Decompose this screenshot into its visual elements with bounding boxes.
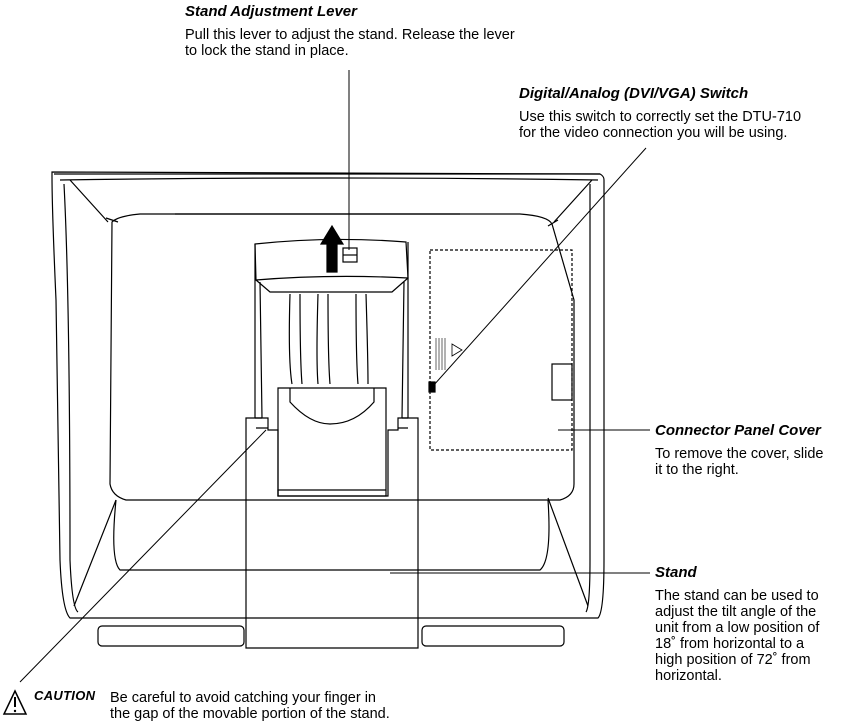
monitor-body bbox=[51, 171, 605, 619]
lift-arrow bbox=[319, 224, 345, 273]
callout-title: Stand Adjustment Lever bbox=[185, 3, 357, 20]
callout-stand-adjustment-lever: Stand Adjustment Lever Pull this lever t… bbox=[185, 2, 515, 59]
stand bbox=[245, 387, 419, 649]
rubber-feet bbox=[97, 625, 565, 647]
stand-upper-housing bbox=[254, 238, 409, 419]
caution-text: Be careful to avoid catching your finger… bbox=[110, 690, 390, 722]
callout-title: Connector Panel Cover bbox=[655, 422, 821, 439]
connector-panel-cover bbox=[429, 249, 573, 451]
dvi-vga-switch bbox=[428, 381, 436, 393]
callout-title: Stand bbox=[655, 564, 697, 581]
leader-lines bbox=[19, 70, 650, 683]
callout-description: Use this switch to correctly set the DTU… bbox=[519, 109, 802, 141]
callout-stand: Stand The stand can be used to adjust th… bbox=[655, 563, 819, 684]
warning-triangle-icon bbox=[2, 689, 28, 715]
callout-dvi-vga-switch: Digital/Analog (DVI/VGA) Switch Use this… bbox=[519, 84, 801, 141]
callout-description: The stand can be used to adjust the tilt… bbox=[655, 588, 820, 684]
caution-label: CAUTION bbox=[34, 688, 96, 703]
callout-description: To remove the cover, slide it to the rig… bbox=[655, 446, 824, 478]
callout-description: Pull this lever to adjust the stand. Rel… bbox=[185, 27, 515, 59]
callout-title: Digital/Analog (DVI/VGA) Switch bbox=[519, 85, 749, 102]
callout-connector-panel-cover: Connector Panel Cover To remove the cove… bbox=[655, 421, 823, 478]
